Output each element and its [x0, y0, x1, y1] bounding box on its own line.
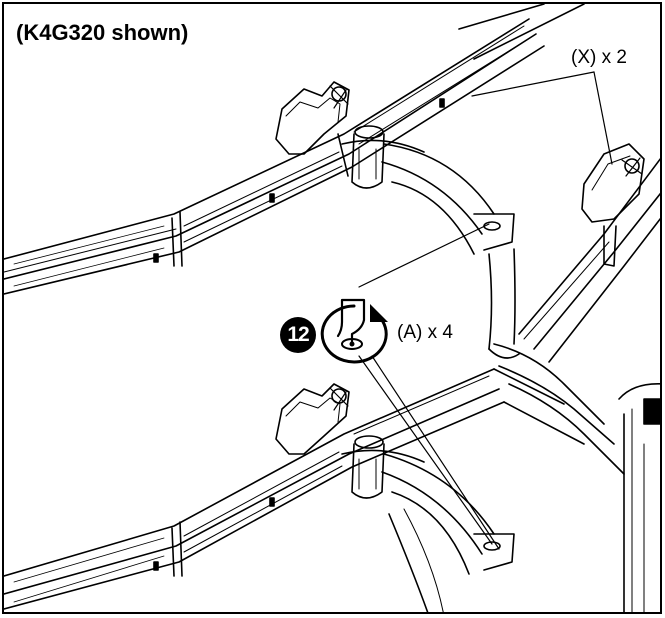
right-vesa-plate — [581, 143, 645, 267]
part-a-callout: (A) x 4 — [397, 322, 453, 343]
lower-right-arm — [493, 368, 585, 445]
x-leader-lines — [471, 71, 613, 165]
upper-left-arm — [4, 18, 545, 295]
vertical-pole — [618, 382, 660, 612]
part-x-callout: (X) x 2 — [571, 47, 627, 68]
screwdriver-turn-icon — [320, 298, 388, 364]
upper-right-arm — [458, 4, 585, 60]
lower-hub — [341, 435, 425, 499]
screw-head-icon — [341, 338, 363, 350]
rotation-arrow-icon — [320, 304, 388, 364]
upper-vesa-plate — [275, 81, 350, 155]
model-caption: (K4G320 shown) — [16, 20, 189, 45]
step-number-badge: 12 — [280, 317, 316, 353]
upper-diagonal-arm — [381, 143, 515, 255]
monitor-arm-assembly-drawing — [4, 4, 660, 612]
a-leader-lines — [358, 223, 500, 550]
lower-diagonal-arm — [381, 453, 515, 612]
lower-vesa-plate — [275, 383, 350, 455]
lower-left-arm — [4, 368, 505, 610]
upper-hub — [341, 125, 425, 189]
center-joint — [488, 248, 625, 475]
